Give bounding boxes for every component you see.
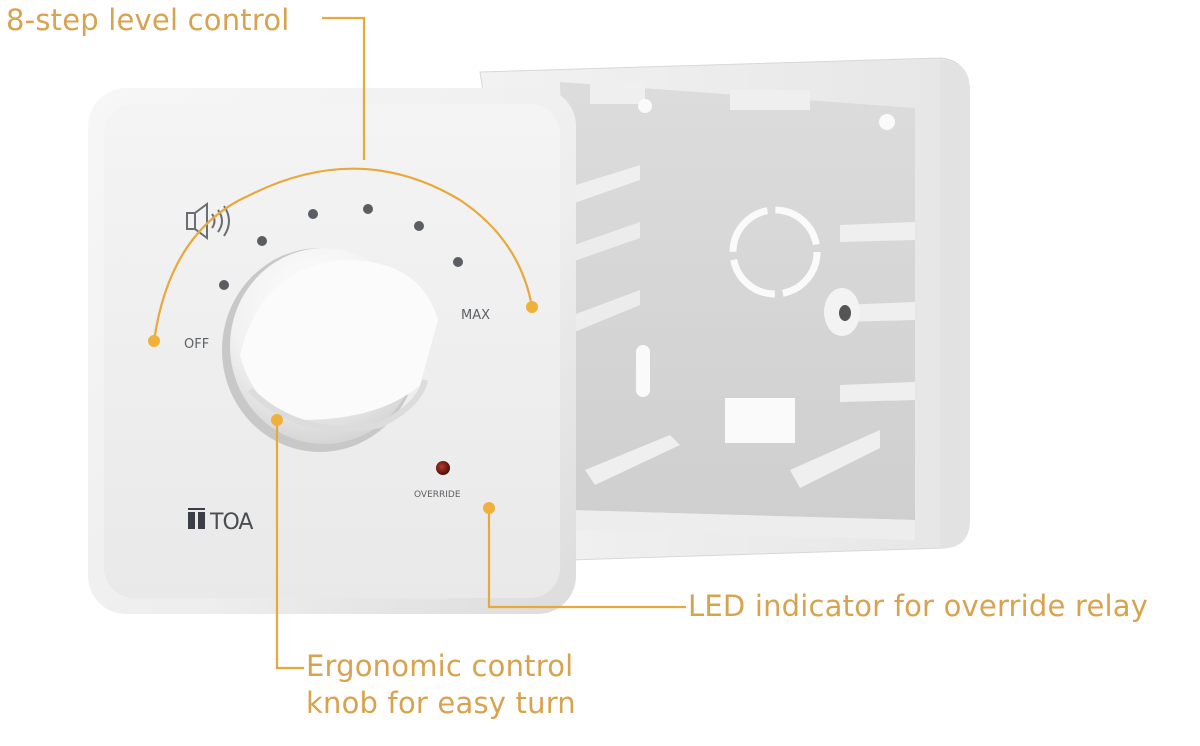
callout-control-knob-line2: knob for easy turn bbox=[306, 686, 576, 720]
mounting-back-box bbox=[479, 57, 970, 561]
callout-dots bbox=[148, 301, 538, 514]
toa-logo-icon bbox=[188, 508, 205, 529]
callout-level-control: 8-step level control bbox=[6, 3, 290, 37]
volume-control-plate: OFF MAX OVERRIDE TOA bbox=[88, 88, 576, 614]
control-knob[interactable] bbox=[222, 248, 438, 452]
callout-led-indicator: LED indicator for override relay bbox=[688, 589, 1149, 623]
callout-lines bbox=[152, 16, 686, 670]
label-override: OVERRIDE bbox=[414, 490, 461, 500]
label-off: OFF bbox=[184, 337, 209, 352]
override-led-indicator bbox=[436, 461, 450, 475]
callout-control-knob: Ergonomic control knob for easy turn bbox=[306, 648, 576, 722]
label-max: MAX bbox=[461, 308, 490, 323]
brand-name: TOA bbox=[209, 510, 253, 535]
step-indicator-dots bbox=[219, 204, 463, 290]
callout-control-knob-line1: Ergonomic control bbox=[306, 649, 574, 683]
